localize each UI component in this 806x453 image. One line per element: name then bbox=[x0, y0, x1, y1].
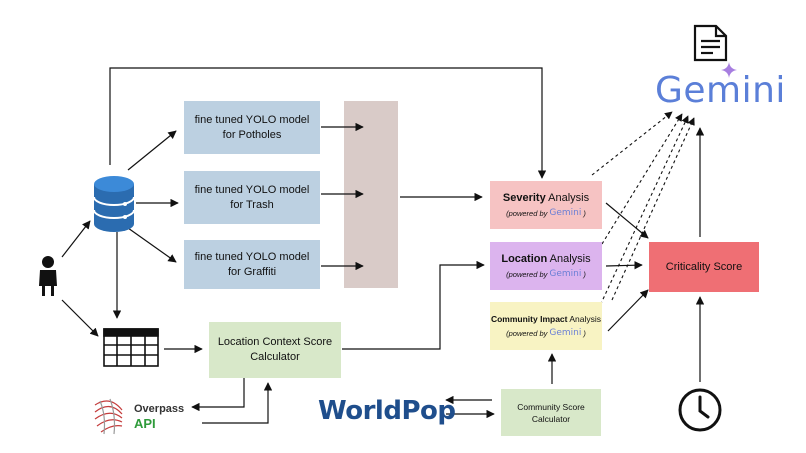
community-impact-gemini-logo: Gemini bbox=[549, 328, 582, 338]
arrow-impact-to-criticality bbox=[607, 289, 649, 332]
arrow-person-to-db bbox=[61, 220, 91, 258]
database-icon bbox=[93, 176, 135, 232]
dotted-severity-to-gemini bbox=[591, 111, 673, 176]
location-title-rest: Analysis bbox=[547, 253, 591, 265]
yolo-graffiti-line2: for Graffiti bbox=[227, 265, 277, 278]
arrow-location-context-to-location bbox=[342, 260, 485, 350]
location-context-line1: Location Context Score bbox=[217, 336, 333, 348]
arrow-db-to-graffiti bbox=[127, 227, 177, 263]
severity-powered-close: ) bbox=[583, 208, 586, 218]
yolo-potholes-line2: for Potholes bbox=[222, 128, 282, 141]
arrow-person-to-table bbox=[61, 299, 99, 337]
arrow-location-context-to-overpass bbox=[191, 378, 245, 412]
yolo-trash-box: fine tuned YOLO model for Trash bbox=[184, 171, 320, 224]
community-score-box: Community Score Calculator bbox=[501, 389, 601, 436]
arrow-location-to-criticality bbox=[605, 261, 643, 270]
community-impact-title: Community Impact Analysis bbox=[491, 314, 601, 324]
location-title: Location Analysis bbox=[501, 253, 590, 265]
yolo-trash-line2: for Trash bbox=[230, 198, 274, 211]
community-score-line1: Community Score bbox=[517, 401, 585, 412]
location-context-line2: Calculator bbox=[250, 351, 300, 363]
worldpop-logo: WorldPop bbox=[318, 396, 456, 426]
overpass-logo-line2: API bbox=[134, 416, 156, 431]
community-impact-title-rest: Analysis bbox=[567, 314, 602, 324]
community-impact-powered-text: (powered by bbox=[506, 328, 548, 338]
clock-icon bbox=[678, 388, 722, 432]
dotted-connectors bbox=[591, 111, 695, 311]
severity-title-rest: Analysis bbox=[545, 192, 590, 204]
community-score-line2: Calculator bbox=[531, 413, 571, 424]
gemini-logo: Gemini bbox=[655, 70, 786, 111]
connectors bbox=[61, 67, 705, 424]
location-powered-text: (powered by bbox=[506, 269, 548, 279]
criticality-score-box: Criticality Score bbox=[649, 242, 759, 292]
severity-gemini-logo: Gemini bbox=[549, 208, 582, 218]
arrow-db-to-potholes bbox=[127, 130, 177, 171]
person-icon bbox=[39, 256, 57, 296]
dotted-location-to-gemini bbox=[601, 113, 683, 245]
table-icon bbox=[103, 328, 159, 367]
severity-title: Severity Analysis bbox=[503, 192, 589, 204]
arrow-severity-to-criticality bbox=[605, 202, 649, 239]
community-impact-powered-close: ) bbox=[583, 328, 586, 338]
arrow-overpass-to-location-context bbox=[202, 382, 273, 424]
overpass-icon bbox=[94, 398, 123, 435]
yolo-potholes-box: fine tuned YOLO model for Potholes bbox=[184, 101, 320, 154]
arrow-db-to-severity-top bbox=[109, 67, 547, 179]
location-context-box: Location Context Score Calculator bbox=[209, 322, 341, 378]
severity-title-bold: Severity bbox=[502, 192, 546, 204]
document-icon bbox=[693, 24, 728, 62]
yolo-graffiti-line1: fine tuned YOLO model bbox=[194, 250, 310, 263]
yolo-trash-line1: fine tuned YOLO model bbox=[194, 183, 310, 196]
yolo-graffiti-box: fine tuned YOLO model for Graffiti bbox=[184, 240, 320, 289]
criticality-score-label: Criticality Score bbox=[665, 261, 743, 273]
overpass-logo-line1: Overpass bbox=[134, 403, 185, 415]
sparkle-icon bbox=[721, 62, 737, 78]
location-title-bold: Location bbox=[501, 253, 548, 265]
community-impact-title-bold: Community Impact bbox=[490, 314, 568, 324]
location-gemini-logo: Gemini bbox=[549, 269, 582, 279]
severity-powered-text: (powered by bbox=[506, 208, 548, 218]
yolo-potholes-line1: fine tuned YOLO model bbox=[194, 113, 310, 126]
location-powered-close: ) bbox=[583, 269, 586, 279]
